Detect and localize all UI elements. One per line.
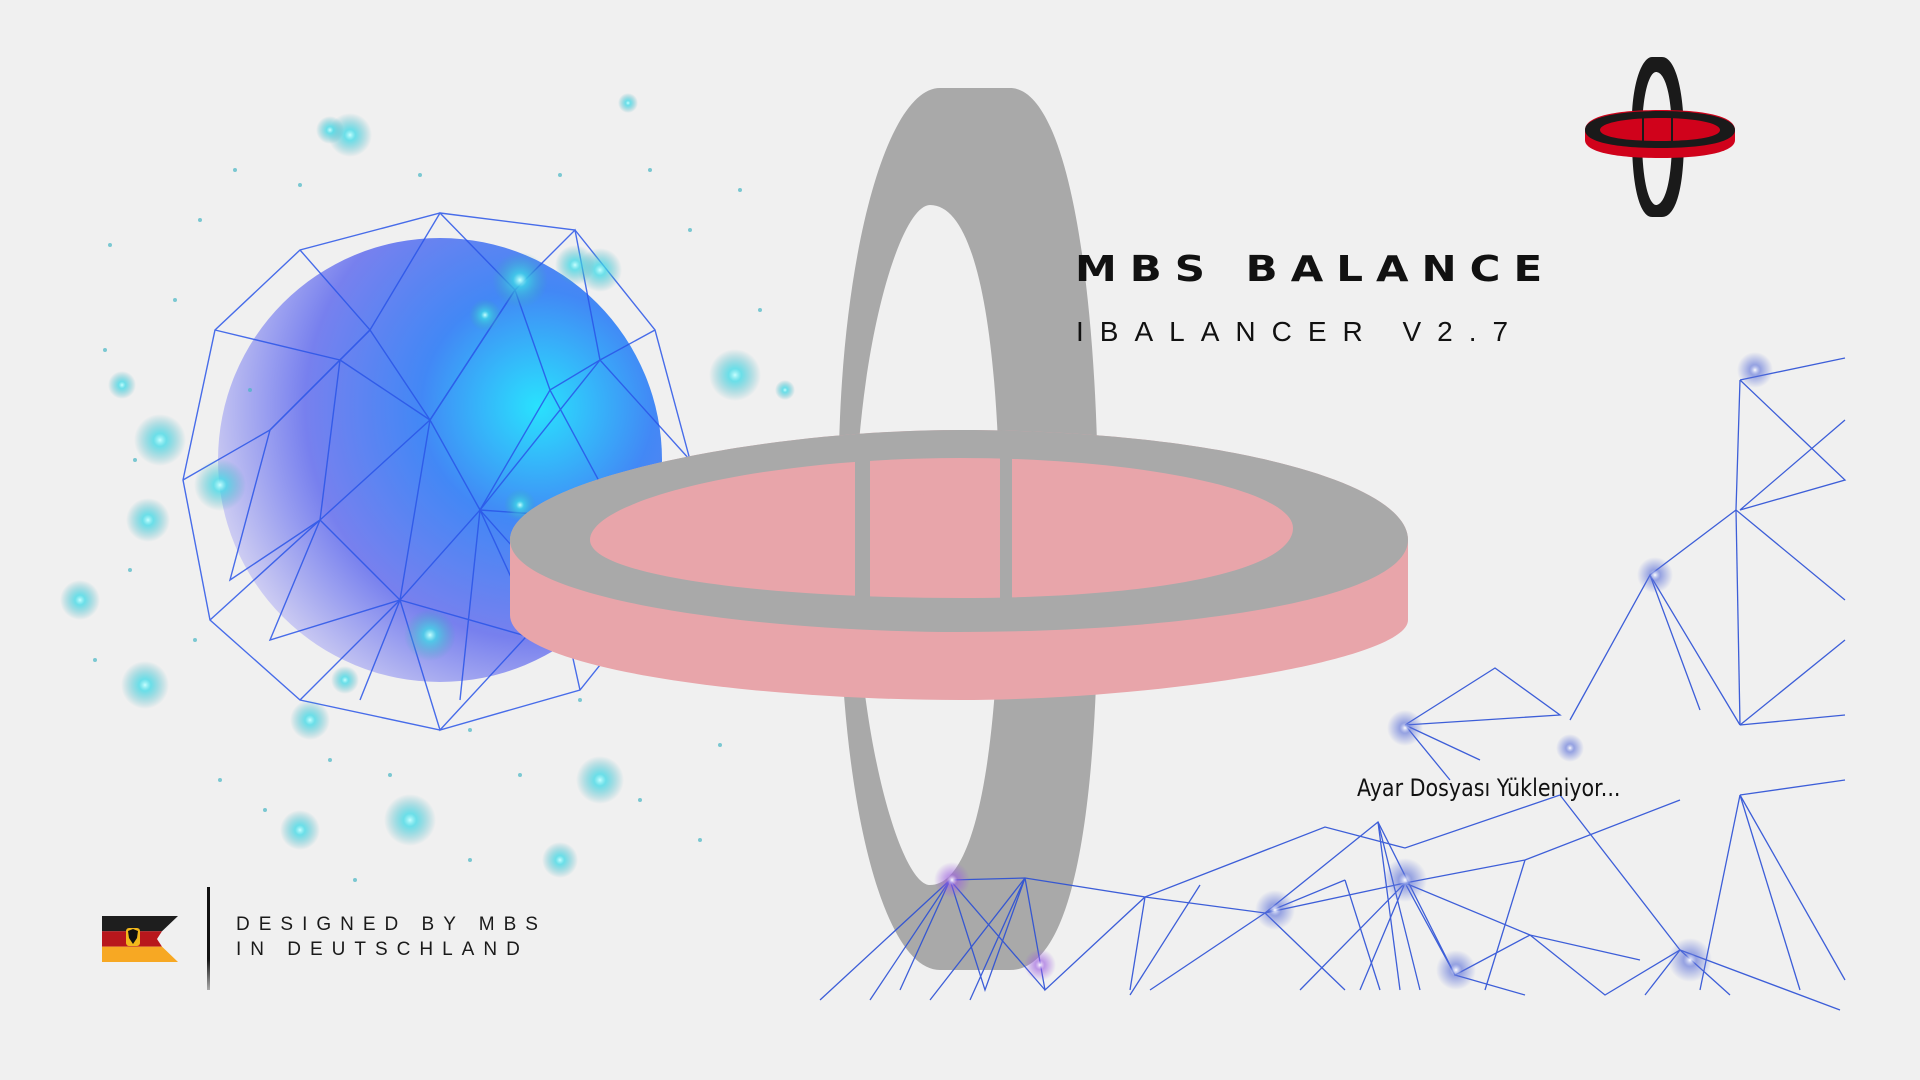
credit-line-2: IN DEUTSCHLAND — [236, 939, 529, 960]
loading-status-text: Ayar Dosyası Yükleniyor... — [1357, 774, 1621, 802]
brand-title: MBS BALANCE — [1075, 248, 1556, 290]
footer-divider — [207, 887, 210, 990]
product-version-subtitle: IBALANCER V2.7 — [1076, 316, 1525, 347]
gyroscope-balance-logo-icon — [1585, 57, 1735, 217]
german-flag-icon — [102, 916, 178, 962]
designed-by-credit: DESIGNED BY MBS IN DEUTSCHLAND — [236, 912, 547, 962]
credit-line-1: DESIGNED BY MBS — [236, 914, 547, 935]
